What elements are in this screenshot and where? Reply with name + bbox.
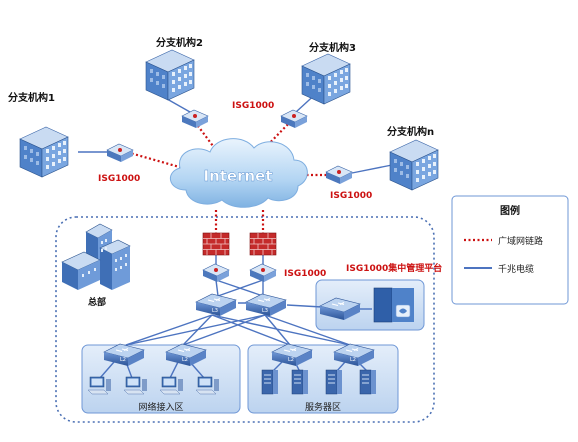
hq-isg-left-icon xyxy=(202,263,230,283)
legend-title: 图例 xyxy=(500,204,520,217)
legend: 图例 广域网链路 千兆电缆 xyxy=(451,195,569,305)
gigabit-cables xyxy=(78,89,393,379)
access-zone-label: 网络接入区 xyxy=(138,401,183,413)
hq-isg-right-icon xyxy=(249,263,277,283)
hq-boundary xyxy=(55,216,435,423)
branch1-isg-label: ISG1000 xyxy=(98,174,140,184)
branch2-label: 分支机构2 xyxy=(156,36,203,49)
hq-label: 总部 xyxy=(88,296,106,308)
server-4-icon xyxy=(359,369,377,395)
server-zone-label: 服务器区 xyxy=(305,401,341,413)
branchn-isg-device-icon xyxy=(325,165,353,185)
server-switch-1-label: L2 xyxy=(288,357,294,363)
access-switch-2-label: L2 xyxy=(182,357,188,363)
branch3-label: 分支机构3 xyxy=(309,41,356,54)
access-switch-1-label: L2 xyxy=(120,357,126,363)
legend-gigabit-label: 千兆电缆 xyxy=(498,263,534,275)
hq-building-icon xyxy=(61,223,131,290)
internet-label: Internet xyxy=(203,167,272,185)
core-switch-right-label: L3 xyxy=(262,308,268,314)
branch1-label: 分支机构1 xyxy=(8,91,55,104)
hq-firewall-left-icon xyxy=(202,232,230,256)
internet-cloud: Internet xyxy=(170,138,308,208)
branch2-isg-label: ISG1000 xyxy=(232,101,274,111)
branch1-building-icon xyxy=(19,126,69,178)
branch3-building-icon xyxy=(301,53,351,105)
branch1-isg-device-icon xyxy=(106,143,134,163)
branch2-building-icon xyxy=(145,49,195,101)
branchn-building-icon xyxy=(389,139,439,191)
hq-isg-label: ISG1000 xyxy=(284,269,326,279)
branchn-isg-label: ISG1000 xyxy=(330,191,372,201)
branchn-label: 分支机构n xyxy=(387,125,434,138)
hq-firewall-right-icon xyxy=(249,232,277,256)
server-3-icon xyxy=(325,369,343,395)
server-2-icon xyxy=(291,369,309,395)
branch3-isg-device-icon xyxy=(280,109,308,129)
core-switch-left-label: L3 xyxy=(212,308,218,314)
mgmt-platform-label: ISG1000集中管理平台 xyxy=(346,262,442,274)
server-switch-2-label: L2 xyxy=(350,357,356,363)
legend-wan-label: 广域网链路 xyxy=(498,235,543,247)
branch2-isg-device-icon xyxy=(181,109,209,129)
server-1-icon xyxy=(261,369,279,395)
mgmt-server-icon xyxy=(373,287,414,323)
